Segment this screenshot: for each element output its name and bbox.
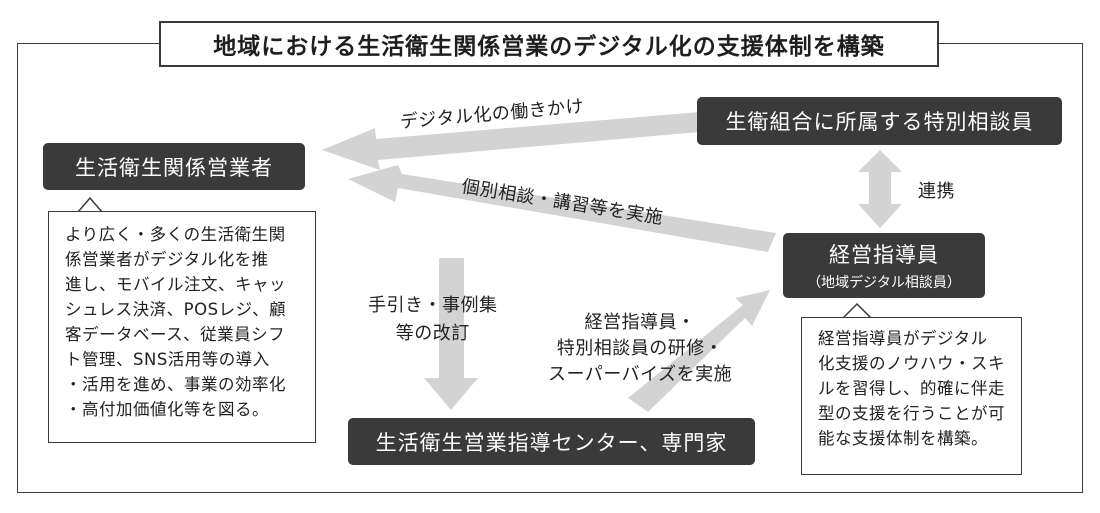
advisor-callout-pointer (841, 302, 873, 319)
training-line: 特別相談員の研修・ (556, 338, 724, 359)
training-label: 経営指導員・ 特別相談員の研修・ スーパーバイズを実施 (548, 310, 732, 388)
callout-line: 客データベース、従業員シフ (65, 325, 286, 344)
callout-line: 化支援のノウハウ・スキ (818, 354, 1005, 373)
callout-line: 係営業者がデジタル化を推 (65, 250, 269, 269)
business-operator-label: 生活衛生関係営業者 (75, 155, 273, 180)
training-arrow (628, 290, 770, 412)
manual-revision-label: 手引き・事例集 等の改訂 (368, 292, 498, 348)
guidance-center-label: 生活衛生営業指導センター、専門家 (375, 430, 728, 455)
callout-line: 経営指導員がデジタル (818, 329, 988, 348)
callout-line: より広く・多くの生活衛生関 (65, 225, 286, 244)
callout-line: 能な支援体制を構築。 (818, 429, 988, 448)
business-callout-pointer (76, 196, 104, 213)
management-advisor-label: 経営指導員 (829, 243, 939, 267)
business-goal-callout: より広く・多くの生活衛生関 係営業者がデジタル化を推 進し、モバイル注文、キャッ… (48, 211, 316, 443)
collaboration-arrow (858, 150, 902, 228)
callout-line: ・高付加価値化等を図る。 (65, 400, 269, 419)
callout-line: ・活用を進め、事業の効率化 (65, 375, 286, 394)
special-consultant-node: 生衛組合に所属する特別相談員 (697, 97, 1062, 145)
special-consultant-label: 生衛組合に所属する特別相談員 (725, 110, 1034, 134)
management-advisor-node: 経営指導員 （地域デジタル相談員） (783, 233, 985, 298)
callout-line: ト管理、SNS活用等の導入 (65, 350, 270, 369)
training-line: 経営指導員・ (584, 312, 696, 333)
manual-revision-arrow (424, 258, 478, 410)
guidance-center-node: 生活衛生営業指導センター、専門家 (348, 418, 755, 465)
callout-line: 進し、モバイル注文、キャッ (65, 275, 286, 294)
training-line: スーパーバイズを実施 (548, 364, 733, 385)
manual-revision-line: 手引き・事例集 (368, 295, 498, 316)
advisor-goal-callout: 経営指導員がデジタル 化支援のノウハウ・スキ ルを習得し、的確に伴走 型の支援を… (801, 317, 1022, 475)
individual-consult-arrow (348, 165, 776, 252)
callout-line: ルを習得し、的確に伴走 (818, 379, 1005, 398)
digital-outreach-arrow (322, 112, 700, 170)
management-advisor-sublabel: （地域デジタル相談員） (807, 275, 961, 291)
callout-line: 型の支援を行うことが可 (818, 404, 1005, 423)
collaboration-label: 連携 (918, 181, 955, 202)
business-operator-node: 生活衛生関係営業者 (43, 143, 305, 190)
manual-revision-line: 等の改訂 (395, 323, 470, 344)
diagram-title: 地域における生活衛生関係営業のデジタル化の支援体制を構築 (159, 21, 939, 67)
callout-line: シュレス決済、POSレジ、顧 (65, 300, 287, 319)
